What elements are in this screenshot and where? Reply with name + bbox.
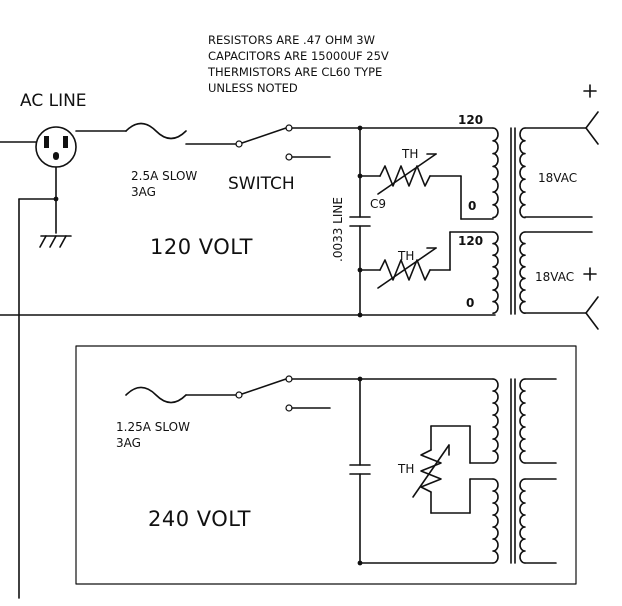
- th1-label: TH: [401, 147, 418, 161]
- note-resistors: RESISTORS ARE .47 OHM 3W: [208, 33, 375, 47]
- fuse-bottom-type: 3AG: [116, 436, 141, 450]
- thermistor-icon-3: [420, 449, 442, 493]
- volt-120-label: 120 VOLT: [150, 235, 253, 259]
- sec-bottom-label: 18VAC: [535, 270, 574, 284]
- switch-label: SWITCH: [228, 174, 295, 194]
- transformer-icon-top: [492, 127, 526, 315]
- note-capacitors: CAPACITORS ARE 15000UF 25V: [208, 49, 389, 63]
- notes-block: RESISTORS ARE .47 OHM 3W CAPACITORS ARE …: [207, 33, 389, 95]
- tap-0-bottom: 0: [466, 296, 474, 310]
- c9-value-label: .0033 LINE: [331, 197, 345, 262]
- th3-label: TH: [397, 462, 414, 476]
- transformer-icon-bottom: [492, 378, 526, 564]
- rectifier-icon-top: [583, 84, 599, 145]
- ac-outlet-icon: [35, 126, 77, 168]
- note-thermistors: THERMISTORS ARE CL60 TYPE: [207, 65, 382, 79]
- tap-0-top: 0: [468, 199, 476, 213]
- sec-top-label: 18VAC: [538, 171, 577, 185]
- switch-icon-top: [235, 124, 293, 161]
- switch-icon-bottom: [235, 375, 293, 412]
- fuse-top-type: 3AG: [131, 185, 156, 199]
- th3-diagonal: [412, 444, 450, 498]
- th2-label: TH: [397, 249, 414, 263]
- fuse-top-rating: 2.5A SLOW: [131, 169, 197, 183]
- box-240v: [75, 345, 577, 585]
- ac-line-label: AC LINE: [20, 91, 87, 111]
- th1-diagonal: [377, 153, 437, 195]
- note-unless-noted: UNLESS NOTED: [208, 81, 298, 95]
- fuse-icon-top: [125, 122, 187, 140]
- ground-icon: [39, 235, 72, 248]
- tap-120-bottom: 120: [458, 234, 483, 248]
- fuse-bottom-rating: 1.25A SLOW: [116, 420, 190, 434]
- junction-240-bottom: [357, 560, 363, 566]
- tap-120-top: 120: [458, 113, 483, 127]
- fuse-icon-bottom: [125, 386, 187, 404]
- volt-240-label: 240 VOLT: [148, 507, 251, 531]
- c9-ref-label: C9: [370, 197, 386, 211]
- th2-diagonal: [377, 247, 437, 289]
- rectifier-icon-bottom: [583, 267, 599, 330]
